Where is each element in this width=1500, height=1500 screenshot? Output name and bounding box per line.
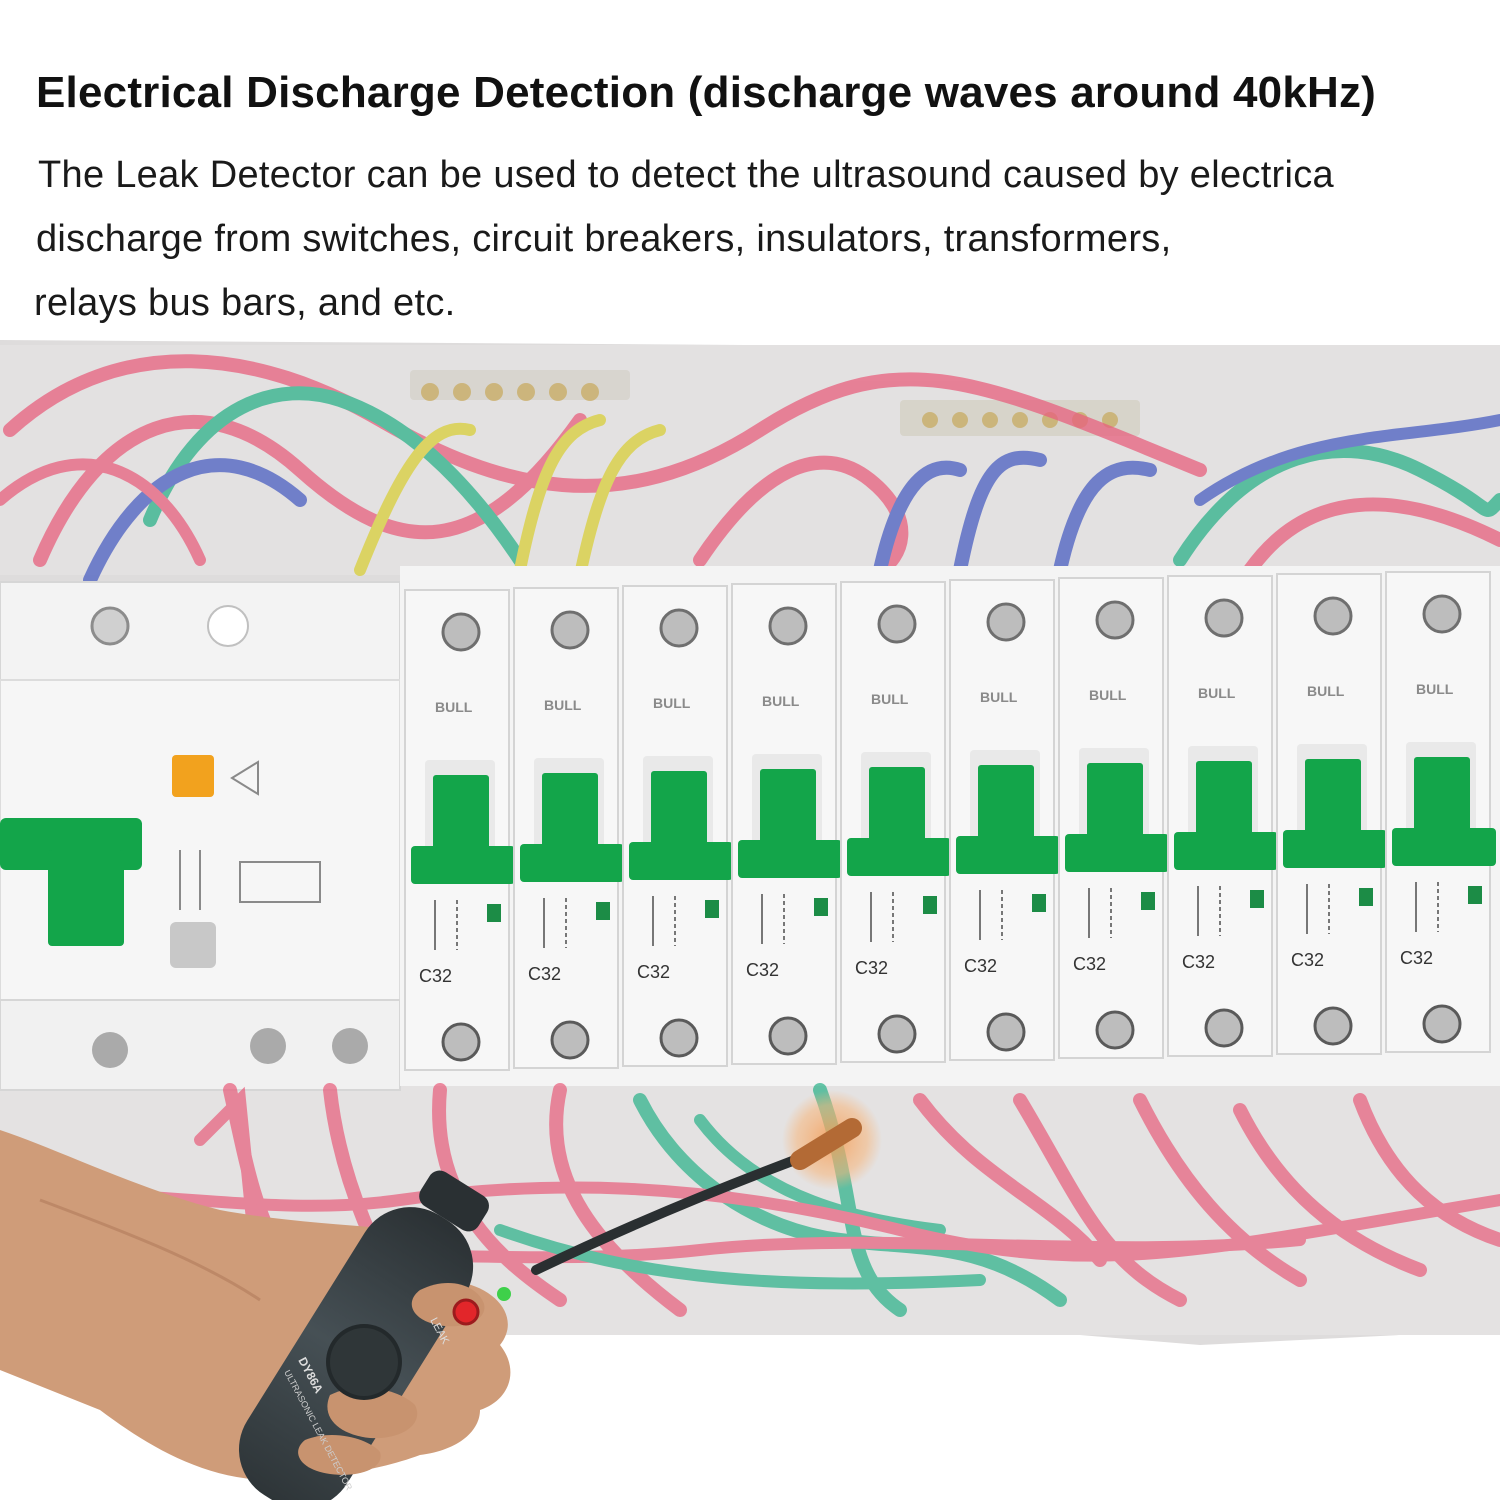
mcb-breaker: BULL C32	[1167, 575, 1278, 1057]
mcb-breaker: BULL C32	[949, 579, 1060, 1061]
mcb-breaker: BULL C32	[1276, 573, 1387, 1055]
mcb-brand-label: BULL	[871, 691, 909, 707]
mcb-brand-label: BULL	[980, 689, 1018, 705]
mcb-breaker: BULL C32	[513, 587, 624, 1069]
upper-wires	[0, 354, 1500, 587]
ultrasonic-leak-detector: LEAK DY86A ULTRASONIC LEAK DETECTOR	[0, 1118, 862, 1500]
mcb-rating-label: C32	[964, 956, 997, 976]
mcb-breaker: BULL C32	[1385, 571, 1496, 1053]
mcb-breaker: BULL C32	[731, 583, 842, 1065]
rcbo-breaker	[0, 581, 401, 1091]
description-line-2: discharge from switches, circuit breaker…	[36, 218, 1172, 260]
mcb-breaker: BULL C32	[1058, 577, 1169, 1059]
description-line-1: The Leak Detector can be used to detect …	[38, 154, 1334, 196]
mcb-brand-label: BULL	[1089, 687, 1127, 703]
mcb-brand-label: BULL	[1416, 681, 1454, 697]
mcb-rating-label: C32	[637, 962, 670, 982]
mcb-brand-label: BULL	[544, 697, 582, 713]
mcb-row: BULL C32 BULL C32 BULL C32 BULL C32 BULL C32 BULL C…	[400, 566, 1500, 1086]
mcb-rating-label: C32	[855, 958, 888, 978]
mcb-brand-label: BULL	[653, 695, 691, 711]
mcb-brand-label: BULL	[435, 699, 473, 715]
description-line-3: relays bus bars, and etc.	[34, 282, 456, 324]
mcb-rating-label: C32	[1073, 954, 1106, 974]
mcb-brand-label: BULL	[1307, 683, 1345, 699]
mcb-rating-label: C32	[1400, 948, 1433, 968]
mcb-brand-label: BULL	[1198, 685, 1236, 701]
mcb-rating-label: C32	[419, 966, 452, 986]
mcb-breaker: BULL C32	[404, 589, 515, 1071]
headline: Electrical Discharge Detection (discharg…	[36, 68, 1377, 117]
mcb-rating-label: C32	[1291, 950, 1324, 970]
mcb-brand-label: BULL	[762, 693, 800, 709]
mcb-breaker: BULL C32	[840, 581, 951, 1063]
mcb-rating-label: C32	[1182, 952, 1215, 972]
mcb-rating-label: C32	[746, 960, 779, 980]
mcb-rating-label: C32	[528, 964, 561, 984]
mcb-breaker: BULL C32	[622, 585, 733, 1067]
